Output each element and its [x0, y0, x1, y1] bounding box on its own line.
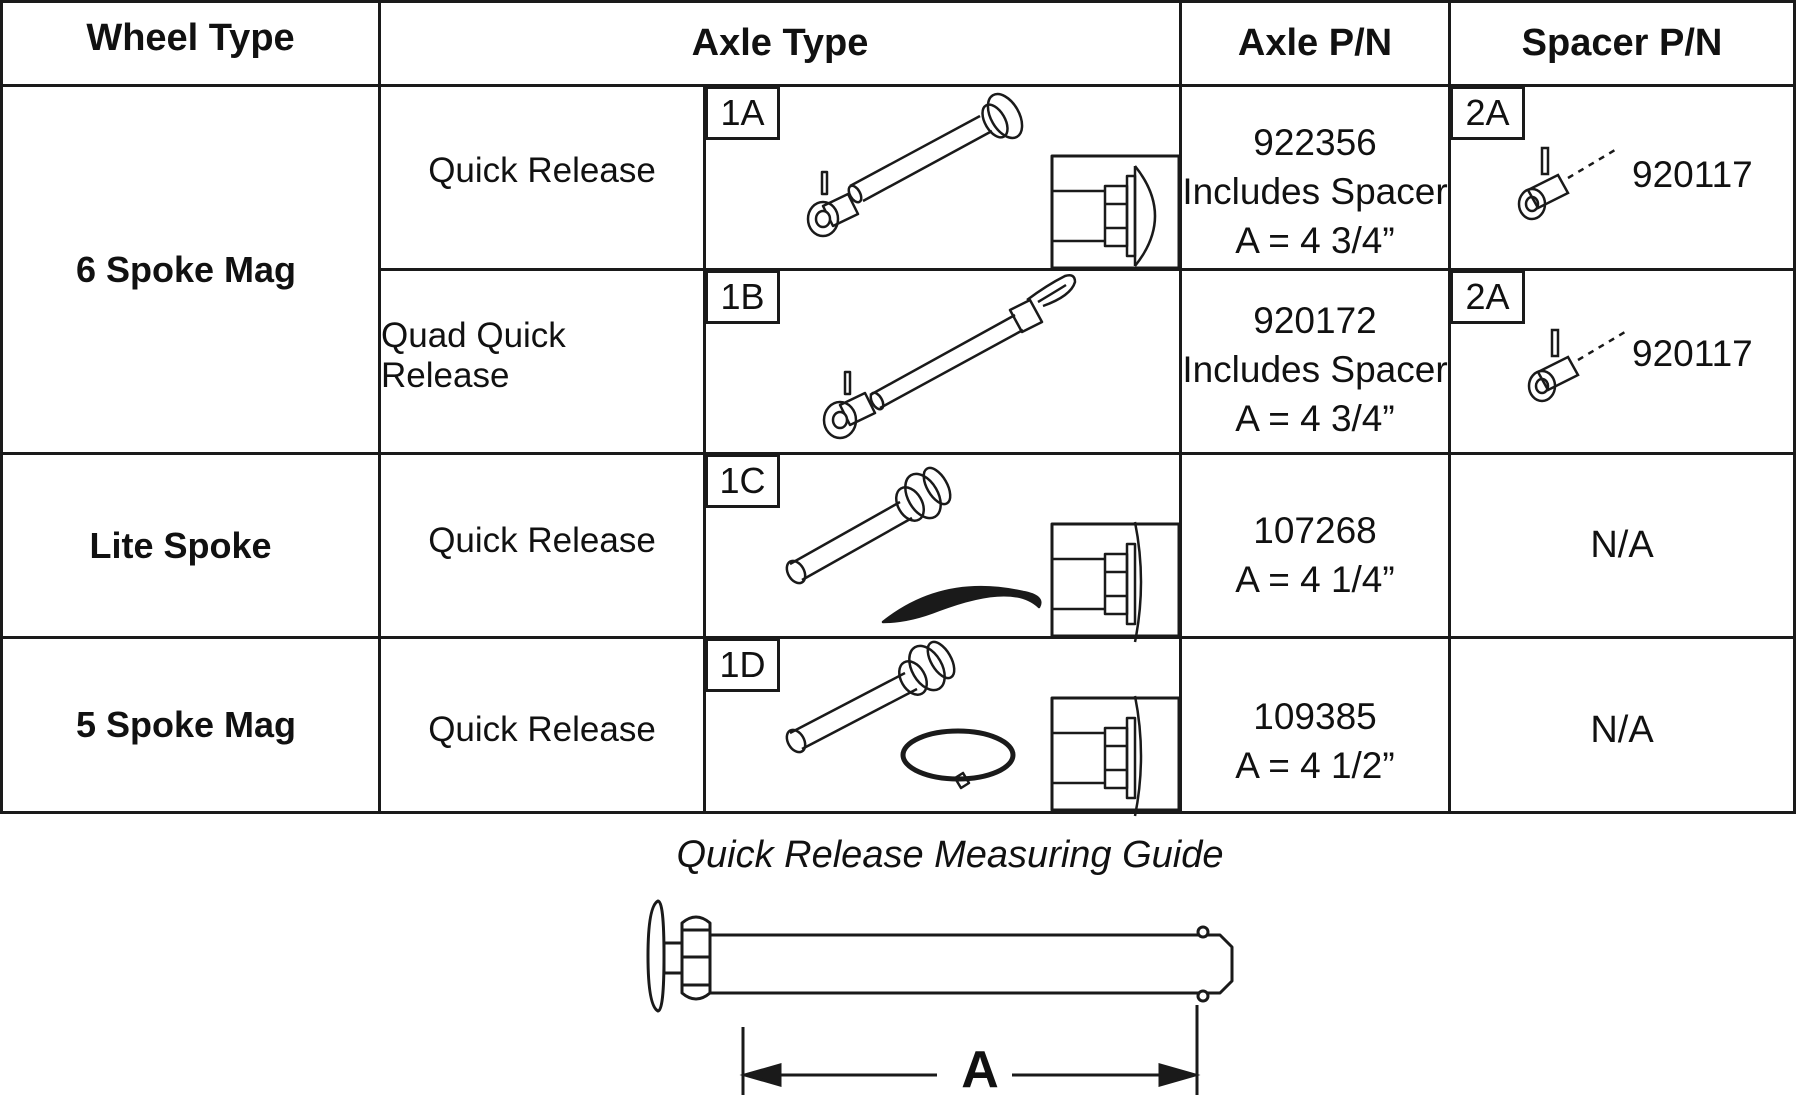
spacer-pn-number: 920117 [1632, 154, 1753, 195]
spacer-tag: 2A [1450, 86, 1525, 140]
wheel-type-cell: Lite Spoke [89, 524, 272, 566]
spacer-icon [1527, 328, 1626, 403]
header-divider [0, 84, 1796, 87]
part-tag: 1C [705, 454, 780, 508]
row-divider [0, 636, 1796, 639]
wheel-type-cell: 5 Spoke Mag [75, 704, 297, 745]
column-divider [703, 84, 706, 814]
dimension-label-a: A [961, 1041, 999, 1099]
axle-pn-number: 109385 [1253, 696, 1377, 737]
row-divider [379, 268, 1796, 271]
spacer-pn-number: 920117 [1632, 333, 1753, 374]
table-border-right [1793, 0, 1796, 814]
axle-pn-dimension: A = 4 1/2” [1235, 745, 1395, 786]
quick-release-axle-with-ring-icon [785, 640, 1181, 817]
axle-pn-dimension: A = 4 3/4” [1235, 219, 1395, 261]
axle-pn-number: 922356 [1253, 121, 1377, 163]
quad-quick-release-axle-icon [822, 274, 1077, 440]
spacer-pn-na: N/A [1590, 708, 1654, 751]
axle-pn-cell: 922356 Includes Spacer A = 4 3/4” [1182, 118, 1448, 264]
header-axle-pn: Axle P/N [1237, 22, 1393, 64]
axle-type-label: Quick Release [428, 151, 656, 190]
axle-pn-note: Includes Spacer [1182, 170, 1448, 212]
axle-pn-cell: 920172 Includes Spacer A = 4 3/4” [1182, 296, 1448, 442]
part-tag: 1A [705, 86, 780, 140]
axle-type-label: Quick Release [428, 521, 656, 560]
axle-pn-note: Includes Spacer [1182, 348, 1448, 390]
spacer-icon [1517, 146, 1616, 221]
measuring-guide-title: Quick Release Measuring Guide [676, 834, 1224, 876]
axle-pn-number: 107268 [1253, 510, 1377, 551]
measuring-guide-axle-diagram [646, 899, 1234, 1095]
axle-type-label: Quick Release [428, 710, 656, 749]
part-tag: 1D [705, 638, 780, 692]
row-divider [0, 452, 1796, 455]
axle-pn-cell: 109385 A = 4 1/2” [1182, 689, 1448, 793]
table-border-left [0, 0, 3, 814]
axle-pn-dimension: A = 4 3/4” [1235, 397, 1395, 439]
table-border-bottom [0, 811, 1796, 814]
header-spacer-pn: Spacer P/N [1521, 22, 1723, 64]
wheel-type-cell: 6 Spoke Mag [75, 248, 297, 290]
header-wheel-type: Wheel Type [86, 16, 295, 59]
part-tag: 1B [705, 270, 780, 324]
axle-type-label: Quad Quick Release [381, 316, 566, 395]
table-border-top [0, 0, 1796, 3]
quick-release-axle-with-clip-icon [785, 466, 1181, 643]
axle-pn-cell: 107268 A = 4 1/4” [1182, 503, 1448, 607]
column-divider [378, 0, 381, 814]
axle-pn-dimension: A = 4 1/4” [1235, 559, 1395, 600]
axle-pn-number: 920172 [1253, 299, 1377, 341]
column-divider [1448, 0, 1451, 814]
column-divider [1179, 0, 1182, 814]
header-axle-type: Axle Type [691, 22, 869, 64]
spacer-tag: 2A [1450, 270, 1525, 324]
spacer-pn-na: N/A [1590, 523, 1654, 566]
quick-release-axle-with-spacer-icon [806, 92, 1181, 270]
